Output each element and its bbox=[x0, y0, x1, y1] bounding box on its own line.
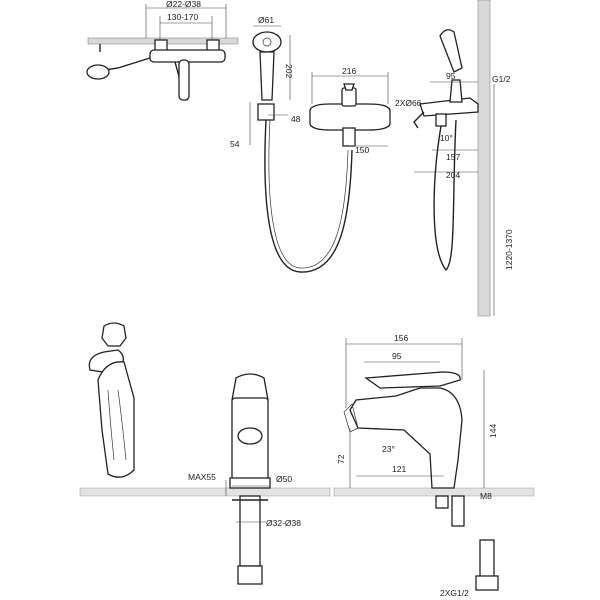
shower-head bbox=[252, 31, 282, 53]
lever-handle bbox=[343, 83, 355, 91]
shower-hose-inner bbox=[268, 119, 349, 269]
shower-handle bbox=[259, 51, 275, 101]
mixer-base bbox=[229, 477, 271, 489]
handle-knob bbox=[86, 64, 110, 80]
basin-mixer-side-view: MAX55 Ø50 Ø32-Ø38 bbox=[79, 373, 331, 585]
dim-label: G1/2 bbox=[492, 74, 511, 84]
basin-mixer-profile-body bbox=[349, 387, 463, 489]
basin-mixer-front-view bbox=[88, 322, 135, 478]
body-contour bbox=[117, 389, 127, 461]
flex-hose-nut bbox=[475, 575, 499, 591]
dim-label: 1220-1370 bbox=[504, 229, 514, 270]
diverter-outlet bbox=[342, 127, 356, 147]
dim-label: 95 bbox=[392, 351, 402, 361]
countertop-section bbox=[333, 487, 535, 497]
dim-label: 23° bbox=[382, 444, 395, 454]
dim-label: 202 bbox=[284, 64, 294, 78]
bath-mixer-front-view: 216 2XØ66 150 bbox=[309, 66, 422, 155]
dim-label: Ø61 bbox=[258, 15, 274, 25]
dim-label: 95 bbox=[446, 71, 456, 81]
body-contour bbox=[107, 389, 115, 461]
pull-out-spray bbox=[343, 403, 359, 433]
wall-section bbox=[477, 0, 491, 317]
dim-label: 48 bbox=[291, 114, 301, 124]
diverter-side bbox=[435, 113, 447, 127]
dim-label: M8 bbox=[480, 491, 492, 501]
lever-top bbox=[101, 322, 127, 347]
supply-hose-stub bbox=[451, 495, 465, 527]
bath-mixer-top-view: Ø22-Ø38 130-170 bbox=[86, 0, 239, 101]
dim-label: 2XØ66 bbox=[395, 98, 422, 108]
flex-hose bbox=[479, 539, 495, 579]
profile-shank bbox=[435, 495, 449, 509]
dim-label: 156 bbox=[394, 333, 408, 343]
shower-head-nozzles bbox=[262, 37, 272, 47]
handle-side bbox=[449, 79, 463, 103]
hose-nut bbox=[257, 103, 275, 121]
dim-label: 121 bbox=[392, 464, 406, 474]
spout-side bbox=[413, 111, 425, 129]
dim-label: 2XG1/2 bbox=[440, 588, 469, 598]
handle-base bbox=[341, 87, 357, 107]
dim-label: 157 bbox=[446, 152, 460, 162]
dim-label: Ø50 bbox=[276, 474, 292, 484]
lever-profile bbox=[364, 371, 461, 389]
hand-shower-with-hose: Ø61 202 48 54 bbox=[230, 15, 353, 273]
dim-label: 216 bbox=[342, 66, 356, 76]
mounting-shank bbox=[239, 495, 261, 567]
dim-label: Ø32-Ø38 bbox=[266, 518, 301, 528]
shower-hose bbox=[264, 119, 353, 273]
bath-mixer-side-view: 95 G1/2 10° 157 204 1220-1370 bbox=[413, 0, 514, 317]
dim-label: 204 bbox=[446, 170, 460, 180]
aerator bbox=[237, 427, 263, 445]
hand-shower-side bbox=[439, 29, 463, 73]
dim-label: MAX55 bbox=[188, 472, 216, 482]
dim-label: 10° bbox=[440, 133, 453, 143]
fixing-nut bbox=[237, 565, 263, 585]
dim-label: Ø22-Ø38 bbox=[166, 0, 201, 9]
basin-mixer-profile-view: 156 95 144 72 23° 121 M8 2XG1/2 bbox=[333, 333, 535, 598]
mixer-side-body bbox=[419, 97, 479, 117]
dim-label: 130-170 bbox=[167, 12, 198, 22]
lever-side-top bbox=[231, 373, 269, 401]
basin-mixer-body bbox=[97, 361, 135, 478]
countertop-section bbox=[79, 487, 331, 497]
mixer-body-front bbox=[309, 103, 391, 131]
dim-label: 144 bbox=[488, 424, 498, 438]
dim-label: 54 bbox=[230, 139, 240, 149]
spout-outlet bbox=[178, 59, 190, 101]
hose-side bbox=[433, 119, 457, 272]
dim-label: 150 bbox=[355, 145, 369, 155]
dim-label: 72 bbox=[336, 454, 346, 464]
